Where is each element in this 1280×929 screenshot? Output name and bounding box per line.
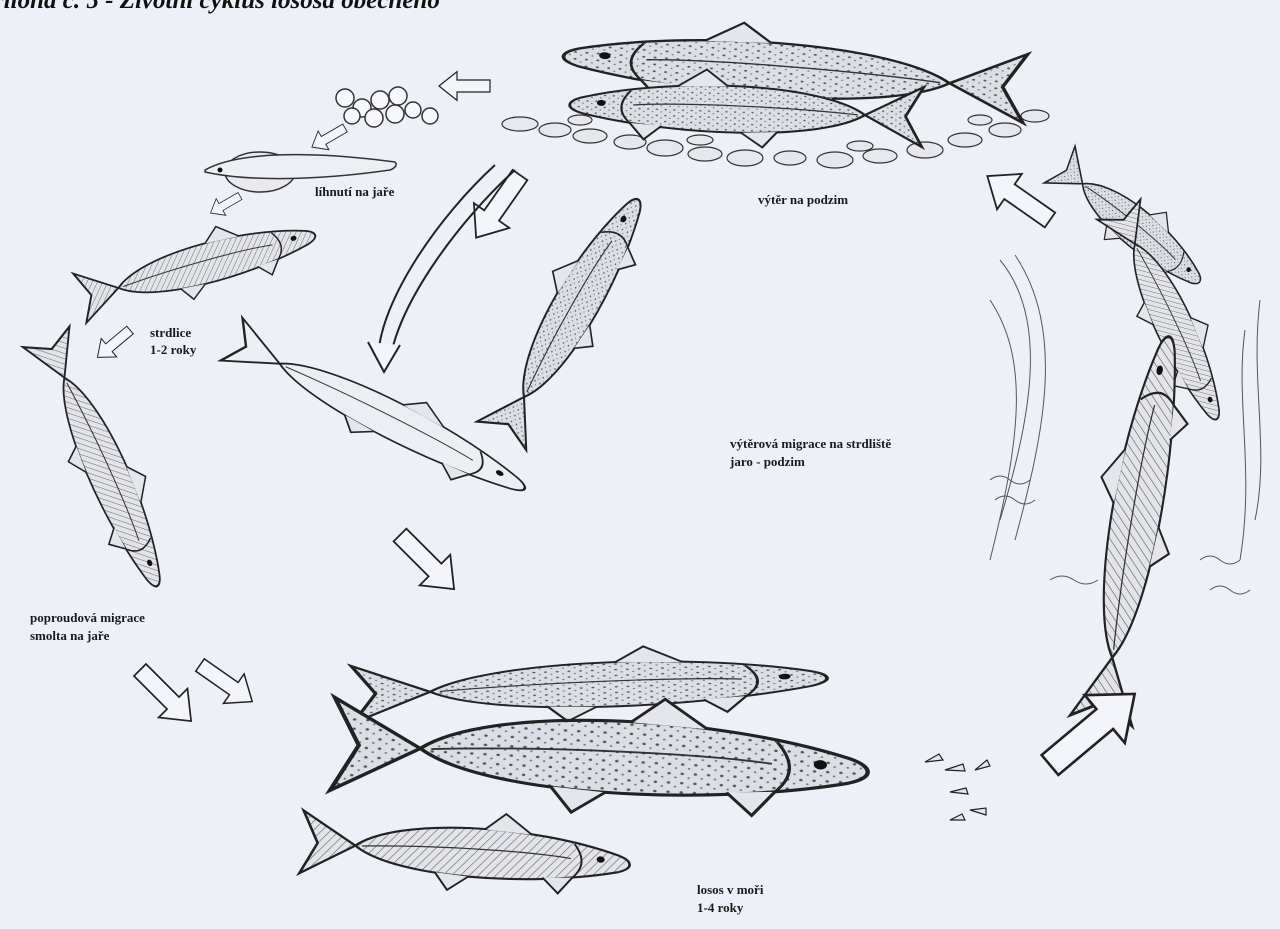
arrow-spawning-to-eggs <box>439 72 490 101</box>
arrow-kelt-dive <box>458 163 537 250</box>
descending-salmon <box>219 311 540 515</box>
label-parr-line1: strdlice <box>150 325 191 340</box>
arrow-alevin-to-parr <box>206 188 245 222</box>
label-sea-line1: losos v moři <box>697 882 763 897</box>
arrow-parr-to-smolt <box>90 321 138 367</box>
label-migration-line2: jaro - podzim <box>730 454 805 469</box>
label-smolt-line2: smolta na jaře <box>30 628 109 643</box>
migrating-salmon-leaping <box>1060 329 1206 727</box>
label-spawning: výtěr na podzim <box>758 192 848 207</box>
arrow-smolt-to-sea-1 <box>126 656 206 736</box>
arrow-eggs-to-alevin <box>306 119 350 157</box>
label-migration-line1: výtěrová migrace na strdliště <box>730 436 891 451</box>
label-smolt-line1: poproudová migrace <box>30 610 145 625</box>
sea-salmon-small <box>299 800 633 903</box>
sea-salmon-top <box>351 640 828 729</box>
arrow-long-curve-head <box>368 342 400 372</box>
prey-fish <box>925 754 990 820</box>
arrow-migration-to-spawning <box>975 158 1062 237</box>
arrow-kelt-to-sea <box>385 520 470 605</box>
label-hatching: líhnutí na jaře <box>315 184 394 199</box>
arrow-smolt-to-sea-2 <box>190 650 263 716</box>
parr-fish <box>71 202 323 327</box>
label-parr-line2: 1-2 roky <box>150 342 196 357</box>
salmon-eggs <box>336 87 438 127</box>
label-sea-line2: 1-4 roky <box>697 900 743 915</box>
smolt-fish <box>18 323 188 599</box>
